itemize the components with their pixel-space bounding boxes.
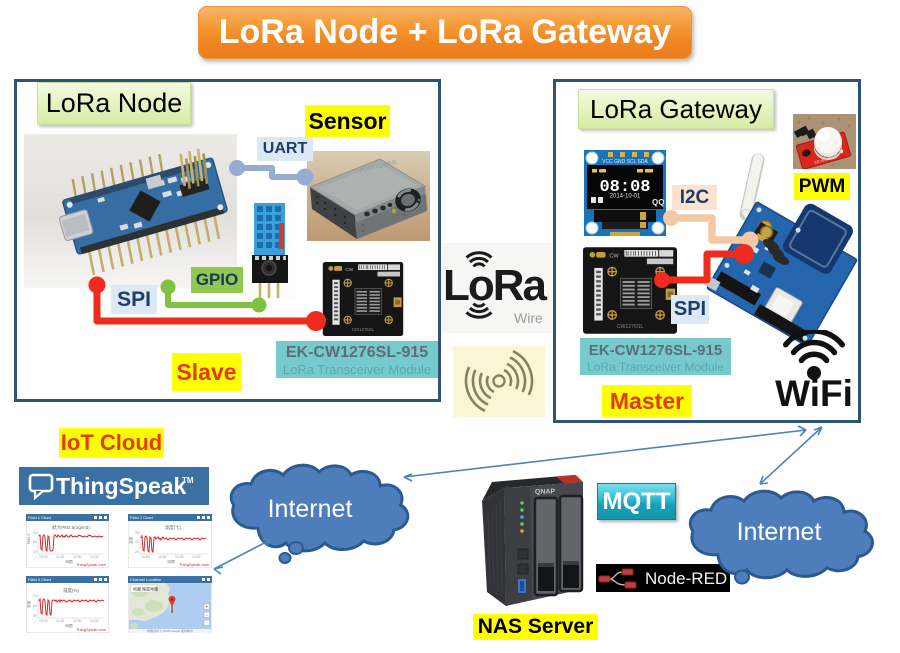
svg-text:30: 30	[135, 531, 139, 535]
svg-text:11:00: 11:00	[158, 555, 166, 559]
svg-text:紎大PM2.5(ug/m3): 紎大PM2.5(ug/m3)	[52, 524, 90, 531]
svg-text:濕度: 濕度	[26, 600, 31, 608]
svg-text:10: 10	[33, 550, 37, 554]
svg-text:LoRa: LoRa	[443, 261, 548, 310]
svg-text:VCC GND SCL SDA: VCC GND SCL SDA	[602, 159, 648, 165]
svg-text:WiFi: WiFi	[775, 373, 853, 410]
svg-text:2014-10-01: 2014-10-01	[610, 194, 641, 200]
svg-text:25: 25	[135, 540, 139, 544]
svg-text:ThingSpeak.com: ThingSpeak.com	[179, 562, 210, 567]
svg-text:溫度(℃): 溫度(℃)	[165, 524, 182, 531]
svg-text:12:00: 12:00	[73, 555, 82, 559]
svg-text:QQ: QQ	[652, 198, 664, 207]
svg-text:時間: 時間	[65, 559, 73, 564]
svg-text:QNAP: QNAP	[535, 488, 556, 496]
svg-text:10:00: 10:00	[141, 555, 150, 559]
svg-text:20: 20	[135, 550, 139, 554]
svg-text:20: 20	[33, 540, 37, 544]
svg-text:12:00: 12:00	[175, 555, 184, 559]
svg-text:時間: 時間	[167, 559, 175, 564]
svg-text:濕度(%): 濕度(%)	[63, 587, 79, 594]
svg-text:60: 60	[33, 604, 37, 608]
svg-text:ThingSpeak.com: ThingSpeak.com	[76, 562, 107, 567]
svg-text:11:00: 11:00	[56, 619, 64, 623]
svg-text:地圖資料 Ⓒ2016 Google 使用條款: 地圖資料 Ⓒ2016 Google 使用條款	[147, 628, 193, 633]
svg-text:Channel Location: Channel Location	[130, 577, 161, 582]
svg-text:-: -	[206, 613, 208, 619]
svg-text:Field 3 Chart: Field 3 Chart	[28, 577, 52, 582]
svg-text:50: 50	[33, 614, 37, 618]
svg-text:TM: TM	[182, 476, 194, 485]
svg-text:11:00: 11:00	[56, 555, 64, 559]
svg-text:13:00: 13:00	[192, 555, 201, 559]
svg-text:PM2.5: PM2.5	[27, 534, 31, 544]
svg-text:08:08: 08:08	[599, 178, 650, 197]
svg-text:地圖 衛星地圖: 地圖 衛星地圖	[133, 586, 158, 592]
svg-text:13:00: 13:00	[90, 555, 99, 559]
svg-text:+: +	[205, 605, 208, 611]
svg-text:10:00: 10:00	[39, 619, 48, 623]
svg-text:ThingSpeak: ThingSpeak	[56, 473, 187, 499]
svg-text:溫度: 溫度	[128, 536, 133, 544]
svg-text:ThingSpeak.com: ThingSpeak.com	[76, 627, 107, 632]
svg-text:Internet: Internet	[737, 518, 822, 546]
svg-text:Internet: Internet	[268, 495, 353, 523]
svg-text:Wire: Wire	[514, 310, 543, 326]
svg-text:Field 1 Chart: Field 1 Chart	[28, 515, 52, 520]
svg-text:12:00: 12:00	[73, 619, 82, 623]
svg-text:70: 70	[33, 594, 37, 598]
svg-text:Node-RED: Node-RED	[645, 569, 727, 588]
svg-text:30: 30	[33, 531, 37, 535]
svg-text:10:00: 10:00	[39, 555, 48, 559]
svg-text:時間: 時間	[65, 623, 73, 628]
svg-text:13:00: 13:00	[90, 619, 99, 623]
svg-text:Field 2 Chart: Field 2 Chart	[130, 515, 154, 520]
